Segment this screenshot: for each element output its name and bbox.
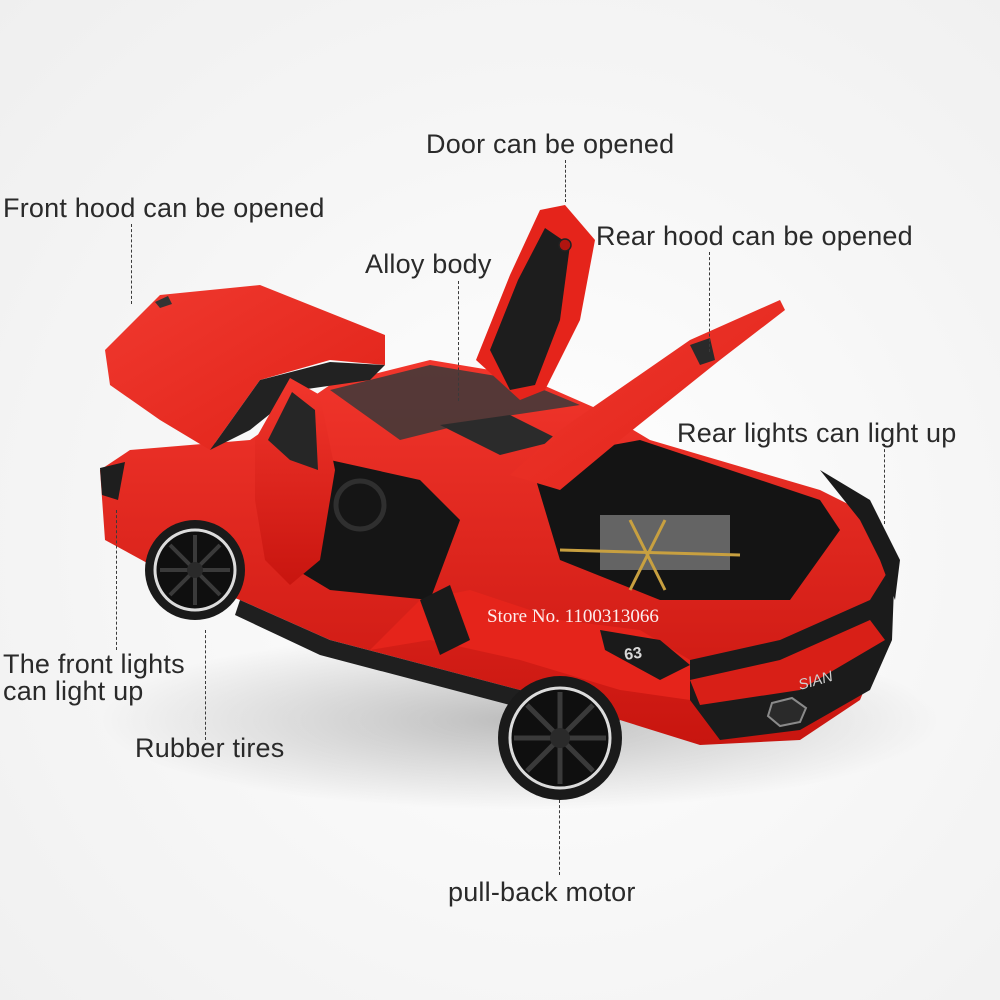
rear-window bbox=[440, 415, 560, 455]
label-rear-lights: Rear lights can light up bbox=[677, 418, 957, 448]
label-front-lights-line2: can light up bbox=[3, 676, 144, 706]
front-hood-opened bbox=[105, 285, 385, 450]
leader-line-door bbox=[565, 160, 566, 202]
leader-line-front-lights bbox=[116, 510, 117, 650]
leader-line-rubber-tires bbox=[205, 630, 206, 740]
front-wheel bbox=[145, 520, 245, 620]
front-light bbox=[100, 462, 125, 500]
rear-light-bar bbox=[820, 470, 900, 600]
engine-block bbox=[600, 515, 730, 570]
rear-wheel bbox=[498, 676, 622, 800]
leader-line-alloy-body bbox=[458, 281, 459, 401]
leader-line-rear-hood bbox=[709, 252, 710, 352]
side-number-badge: 63 bbox=[623, 645, 643, 664]
label-rear-hood: Rear hood can be opened bbox=[596, 221, 913, 251]
hood-emblem-icon bbox=[155, 296, 172, 308]
label-door: Door can be opened bbox=[426, 129, 675, 159]
store-watermark: Store No. 1100313066 bbox=[487, 606, 659, 627]
steering-wheel bbox=[333, 478, 387, 532]
label-pull-back-motor: pull-back motor bbox=[448, 877, 636, 907]
leader-line-front-hood bbox=[131, 224, 132, 304]
leader-line-pull-back-motor bbox=[559, 800, 560, 875]
leader-line-rear-lights bbox=[884, 444, 885, 524]
label-alloy-body: Alloy body bbox=[365, 249, 492, 279]
rear-hood-opened bbox=[510, 300, 785, 490]
label-front-lights-line1: The front lights bbox=[3, 649, 185, 679]
label-front-hood: Front hood can be opened bbox=[3, 193, 325, 223]
label-rubber-tires: Rubber tires bbox=[135, 733, 285, 763]
exhaust-tip bbox=[766, 696, 808, 728]
